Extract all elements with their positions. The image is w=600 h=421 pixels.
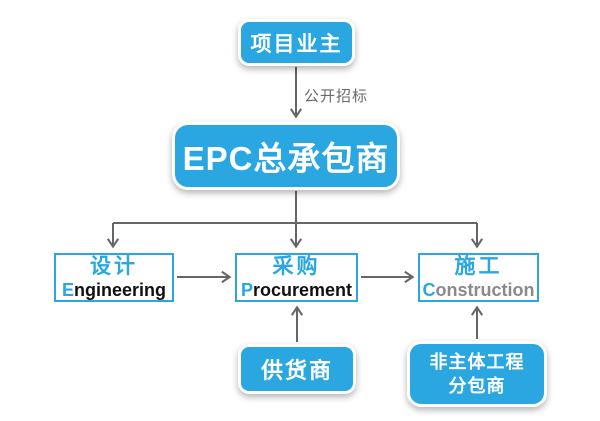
- node-project-owner: 项目业主: [238, 19, 355, 66]
- design-en-label: Engineering: [62, 280, 166, 301]
- node-supplier: 供货商: [238, 344, 356, 394]
- design-en-initial: E: [61, 279, 74, 300]
- procurement-en-initial: P: [240, 279, 253, 300]
- node-subcontractor: 非主体工程 分包商: [407, 341, 547, 407]
- construction-en-initial: C: [422, 279, 436, 300]
- subcontractor-label-line2: 分包商: [448, 376, 506, 396]
- node-epc-general-contractor: EPC总承包商: [172, 122, 400, 190]
- procurement-en-rest: rocurement: [252, 279, 353, 300]
- construction-en-rest: onstruction: [435, 279, 535, 300]
- project-owner-label: 项目业主: [250, 32, 343, 56]
- design-en-rest: ngineering: [74, 279, 167, 300]
- construction-en-label: Construction: [423, 280, 535, 301]
- subcontractor-label-line1: 非主体工程: [429, 351, 525, 372]
- node-design-engineering: 设计 Engineering: [54, 253, 174, 302]
- design-cn-label: 设计: [90, 254, 138, 278]
- procurement-en-label: Procurement: [241, 280, 352, 301]
- node-construction: 施工 Construction: [418, 253, 539, 302]
- epc-general-contractor-label: EPC总承包商: [182, 140, 390, 177]
- public-bidding-label: 公开招标: [304, 88, 369, 105]
- node-procurement: 采购 Procurement: [235, 253, 358, 302]
- supplier-label: 供货商: [260, 358, 333, 383]
- procurement-cn-label: 采购: [272, 254, 321, 278]
- construction-cn-label: 施工: [454, 254, 503, 278]
